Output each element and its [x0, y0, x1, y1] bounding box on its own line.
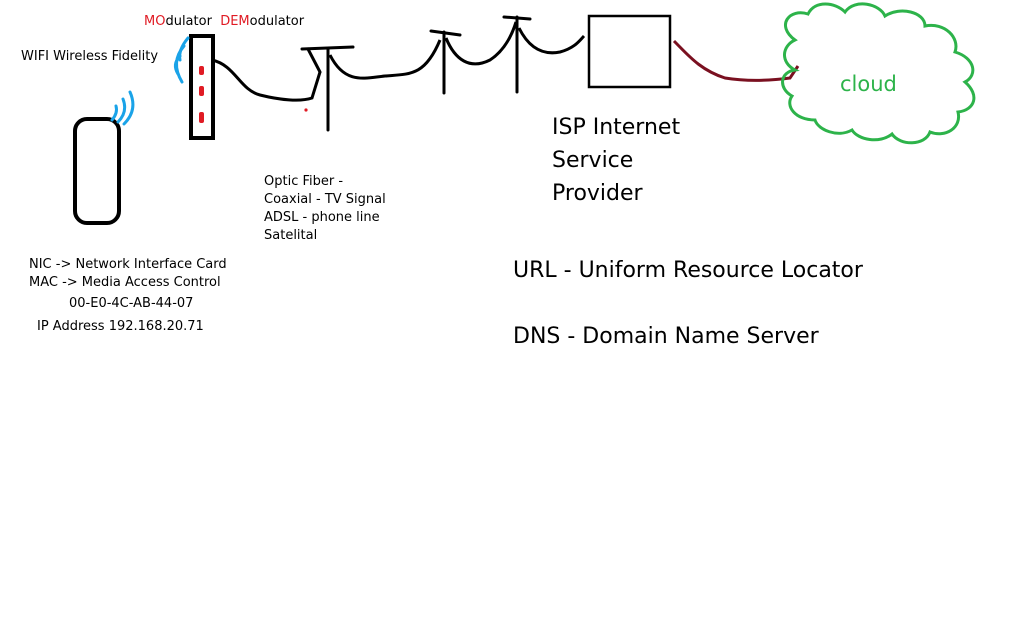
ip-address: IP Address 192.168.20.71 — [37, 319, 204, 334]
isp-line-1: ISP Internet — [552, 115, 681, 140]
stray-dot — [304, 108, 308, 112]
phone-device — [73, 117, 121, 225]
connection-line-2: Coaxial - TV Signal — [264, 192, 386, 207]
url-definition: URL - Uniform Resource Locator — [513, 258, 863, 283]
modem-device — [189, 34, 215, 140]
connection-line-1: Optic Fiber - — [264, 174, 344, 189]
mo-rest: dulator — [165, 14, 212, 29]
dem-highlight: DEM — [220, 14, 250, 29]
utility-pole-1 — [300, 45, 355, 132]
isp-box — [587, 14, 672, 89]
dns-definition: DNS - Domain Name Server — [513, 324, 819, 349]
wifi-label: WIFI Wireless Fidelity — [21, 49, 159, 64]
cable-1 — [328, 39, 442, 80]
modem-lights — [199, 66, 204, 123]
cable-3 — [517, 27, 586, 55]
nic-text: NIC -> Network Interface Card — [29, 257, 227, 272]
isp-cloud-cable — [672, 39, 800, 82]
mac-text: MAC -> Media Access Control — [29, 275, 221, 290]
utility-pole-2 — [429, 29, 462, 95]
phone-wifi-icon — [110, 90, 135, 126]
cloud-shape — [781, 2, 976, 145]
connection-line-4: Satelital — [264, 228, 318, 243]
utility-pole-3 — [502, 15, 532, 94]
modem-label: MOdulator DEModulator — [144, 13, 304, 31]
isp-line-3: Provider — [552, 181, 643, 206]
connection-line-3: ADSL - phone line — [264, 210, 380, 225]
mo-highlight: MO — [144, 14, 166, 29]
cloud-label: cloud — [840, 72, 897, 96]
dem-rest: odulator — [249, 14, 305, 29]
cable-2 — [444, 21, 518, 66]
modem-cable — [211, 58, 322, 102]
modem-wifi-icon — [173, 36, 190, 84]
mac-address: 00-E0-4C-AB-44-07 — [69, 296, 194, 311]
isp-line-2: Service — [552, 148, 634, 173]
